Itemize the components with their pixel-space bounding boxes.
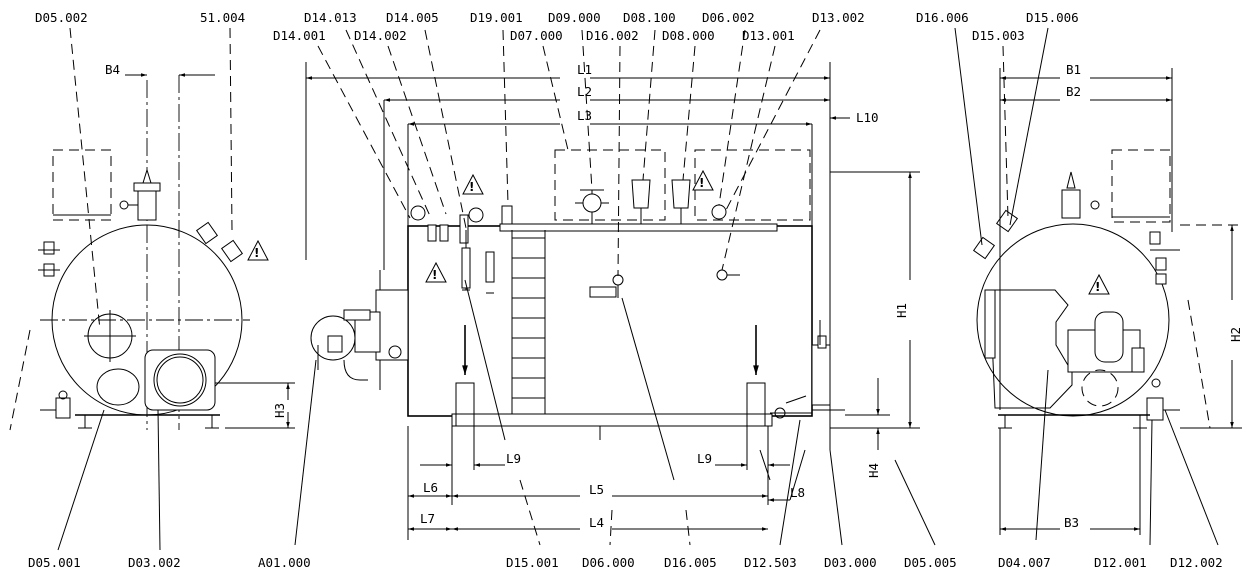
dim-l5: L5 xyxy=(589,482,604,497)
label-d05-005: D05.005 xyxy=(904,555,957,570)
dim-l9-left: L9 xyxy=(506,451,521,466)
label-d05-001: D05.001 xyxy=(28,555,81,570)
label-d14-005: D14.005 xyxy=(386,10,439,25)
labels: D05.002 51.004 B4 D14.001 D14.013 D14.00… xyxy=(28,10,1242,570)
label-d15-003: D15.003 xyxy=(972,28,1025,43)
label-d16-006: D16.006 xyxy=(916,10,969,25)
label-d06-000: D06.000 xyxy=(582,555,635,570)
label-d16-005: D16.005 xyxy=(664,555,717,570)
label-d14-002: D14.002 xyxy=(354,28,407,43)
label-a01-000: A01.000 xyxy=(258,555,311,570)
label-d15-006: D15.006 xyxy=(1026,10,1079,25)
dim-b1: B1 xyxy=(1066,62,1081,77)
label-d13-001: D13.001 xyxy=(742,28,795,43)
warning-triangle-icon xyxy=(425,261,447,283)
label-d12-001: D12.001 xyxy=(1094,555,1147,570)
label-d12-503: D12.503 xyxy=(744,555,797,570)
label-d08-000: D08.000 xyxy=(662,28,715,43)
dim-l10: L10 xyxy=(856,110,879,125)
svg-text:!: ! xyxy=(469,180,474,194)
dim-l3: L3 xyxy=(577,108,592,123)
label-d08-100: D08.100 xyxy=(623,10,676,25)
dim-h3: H3 xyxy=(272,403,287,418)
svg-text:!: ! xyxy=(432,268,437,282)
burner-icon xyxy=(310,289,409,381)
label-d13-002: D13.002 xyxy=(812,10,865,25)
label-d12-002: D12.002 xyxy=(1170,555,1223,570)
dim-b3: B3 xyxy=(1064,515,1079,530)
ladder xyxy=(511,230,546,420)
label-d03-002: D03.002 xyxy=(128,555,181,570)
warning-triangle-icon xyxy=(462,173,484,195)
dim-l1: L1 xyxy=(577,62,592,77)
label-d14-001: D14.001 xyxy=(273,28,326,43)
side-view: ! ! ! xyxy=(294,29,936,546)
label-d06-002: D06.002 xyxy=(702,10,755,25)
label-d15-001: D15.001 xyxy=(506,555,559,570)
dim-l2: L2 xyxy=(577,84,592,99)
rear-view: ! xyxy=(954,27,1242,546)
warning-triangle-icon xyxy=(692,169,714,191)
label-d09-000: D09.000 xyxy=(548,10,601,25)
svg-text:!: ! xyxy=(1095,280,1100,294)
dim-l8: L8 xyxy=(790,485,805,500)
label-d04-007: D04.007 xyxy=(998,555,1051,570)
label-51-004: 51.004 xyxy=(200,10,245,25)
valve-icon xyxy=(575,189,609,224)
dim-b4: B4 xyxy=(105,62,120,77)
label-d16-002: D16.002 xyxy=(586,28,639,43)
dim-l7: L7 xyxy=(420,511,435,526)
warning-triangle-icon xyxy=(247,239,269,261)
warning-triangle-icon xyxy=(1088,273,1110,295)
dim-l6: L6 xyxy=(423,480,438,495)
label-d07-000: D07.000 xyxy=(510,28,563,43)
label-d05-002: D05.002 xyxy=(35,10,88,25)
svg-text:!: ! xyxy=(254,246,259,260)
front-view: ! xyxy=(9,27,295,551)
dim-h2: H2 xyxy=(1228,327,1242,342)
label-d19-001: D19.001 xyxy=(470,10,523,25)
dim-l9-right: L9 xyxy=(697,451,712,466)
dim-h1: H1 xyxy=(894,303,909,318)
dim-l4: L4 xyxy=(589,515,604,530)
dim-h4: H4 xyxy=(866,463,881,478)
pressure-gauge-icon xyxy=(410,205,426,221)
label-d03-000: D03.000 xyxy=(824,555,877,570)
label-d14-013: D14.013 xyxy=(304,10,357,25)
dim-b2: B2 xyxy=(1066,84,1081,99)
svg-text:!: ! xyxy=(699,176,704,190)
